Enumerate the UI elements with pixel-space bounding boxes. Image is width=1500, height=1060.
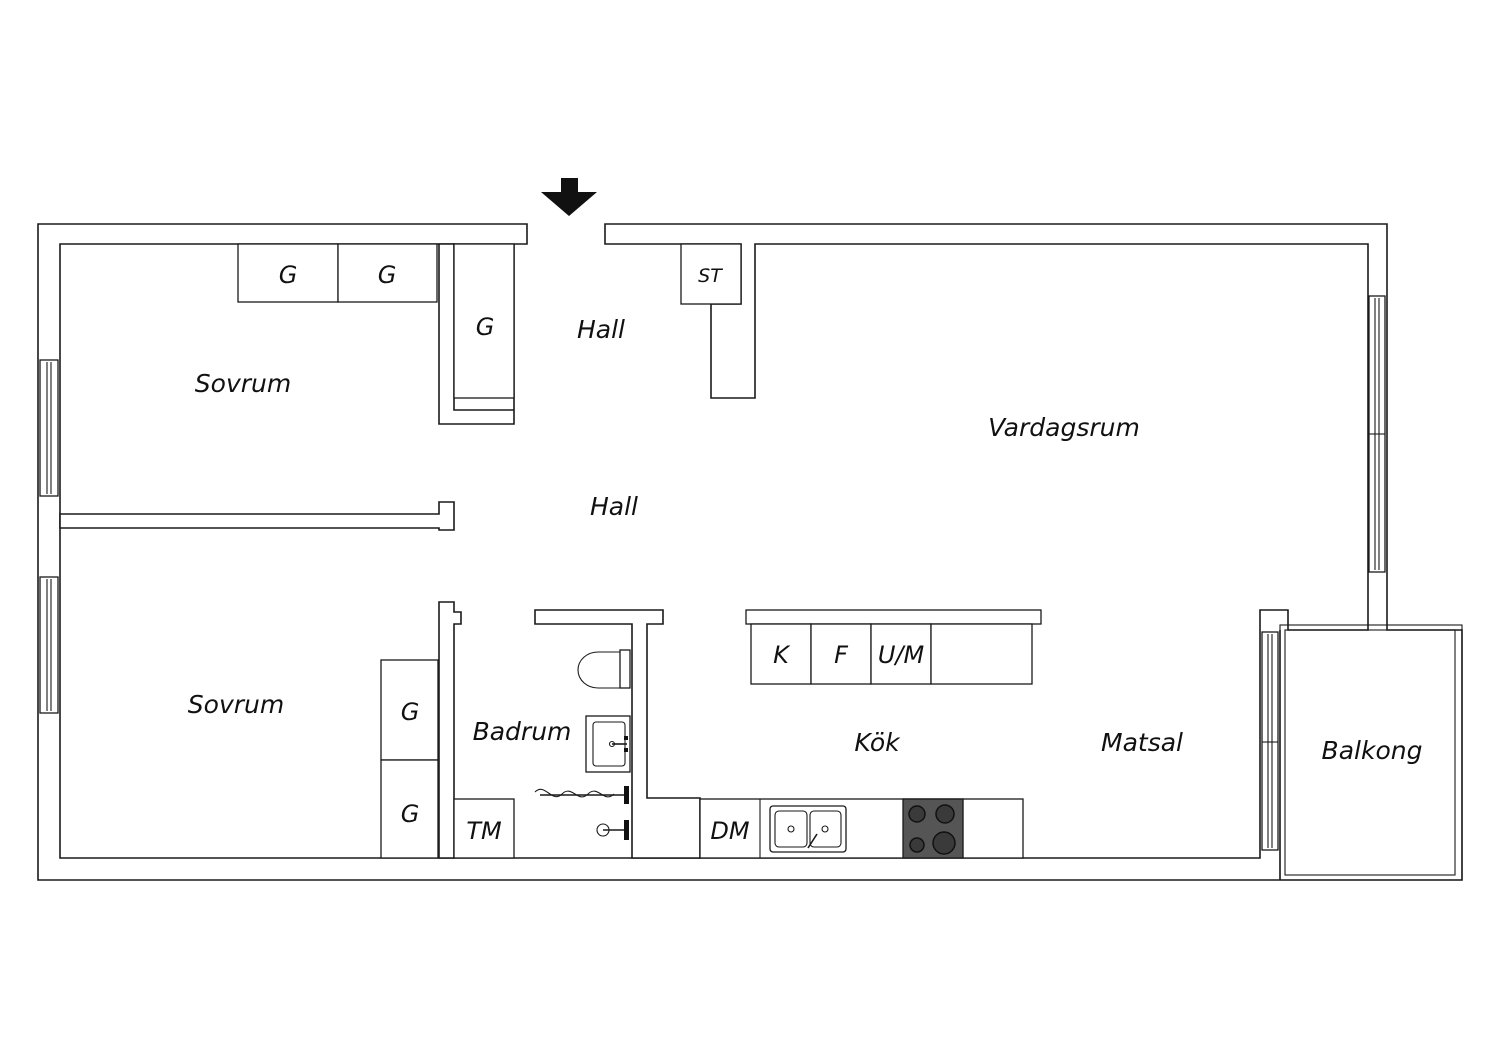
wardrobe-bedroom-top	[237, 243, 438, 303]
window-bedroom-bottom	[39, 576, 59, 714]
sink-icon	[585, 715, 631, 773]
freezer-label: F	[834, 641, 849, 669]
balcony-outline	[1279, 624, 1463, 881]
kitchen-sink-icon	[769, 805, 847, 853]
window-living	[1368, 295, 1386, 573]
room-label-kitchen: Kök	[854, 728, 901, 757]
room-label-hall-top: Hall	[577, 315, 625, 344]
wall-bedroom-hall	[59, 501, 455, 531]
room-label-bath: Badrum	[473, 717, 572, 746]
window-bedroom-top	[39, 359, 59, 497]
balcony-door	[1261, 631, 1279, 851]
kitchen-counter	[699, 798, 1024, 859]
stove-icon	[902, 798, 964, 859]
wardrobe-label: G	[476, 313, 495, 341]
washer-label: TM	[466, 817, 502, 845]
wardrobe-label: G	[378, 261, 397, 289]
dishwasher-label: DM	[710, 817, 749, 845]
storage-label: ST	[698, 265, 723, 287]
oven-micro-label: U/M	[878, 641, 925, 669]
room-label-hall-center: Hall	[590, 492, 638, 521]
wall-bath-kitchen	[534, 609, 701, 859]
balcony	[1279, 624, 1463, 881]
storage-closet	[680, 243, 742, 305]
wall-bedroom-bottom-bath	[438, 601, 462, 859]
shower-icon	[534, 786, 629, 840]
room-label-dining: Matsal	[1101, 728, 1183, 757]
toilet-icon	[577, 649, 631, 689]
kitchen-island	[745, 609, 1042, 685]
entrance-arrow-icon	[541, 178, 597, 216]
wardrobe-label: G	[279, 261, 298, 289]
room-label-bedroom-top: Sovrum	[195, 369, 291, 398]
wardrobe-bedroom-bottom	[380, 659, 439, 859]
room-label-living: Vardagsrum	[988, 413, 1140, 442]
washer-box	[453, 798, 515, 859]
wardrobe-hall	[453, 243, 515, 399]
room-label-balcony: Balkong	[1322, 736, 1423, 765]
fridge-label: K	[773, 641, 791, 669]
wardrobe-label: G	[401, 698, 420, 726]
room-label-bedroom-bottom: Sovrum	[188, 690, 284, 719]
outer-wall	[37, 223, 1463, 881]
balcony-railing	[1284, 629, 1456, 876]
wardrobe-label: G	[401, 800, 420, 828]
